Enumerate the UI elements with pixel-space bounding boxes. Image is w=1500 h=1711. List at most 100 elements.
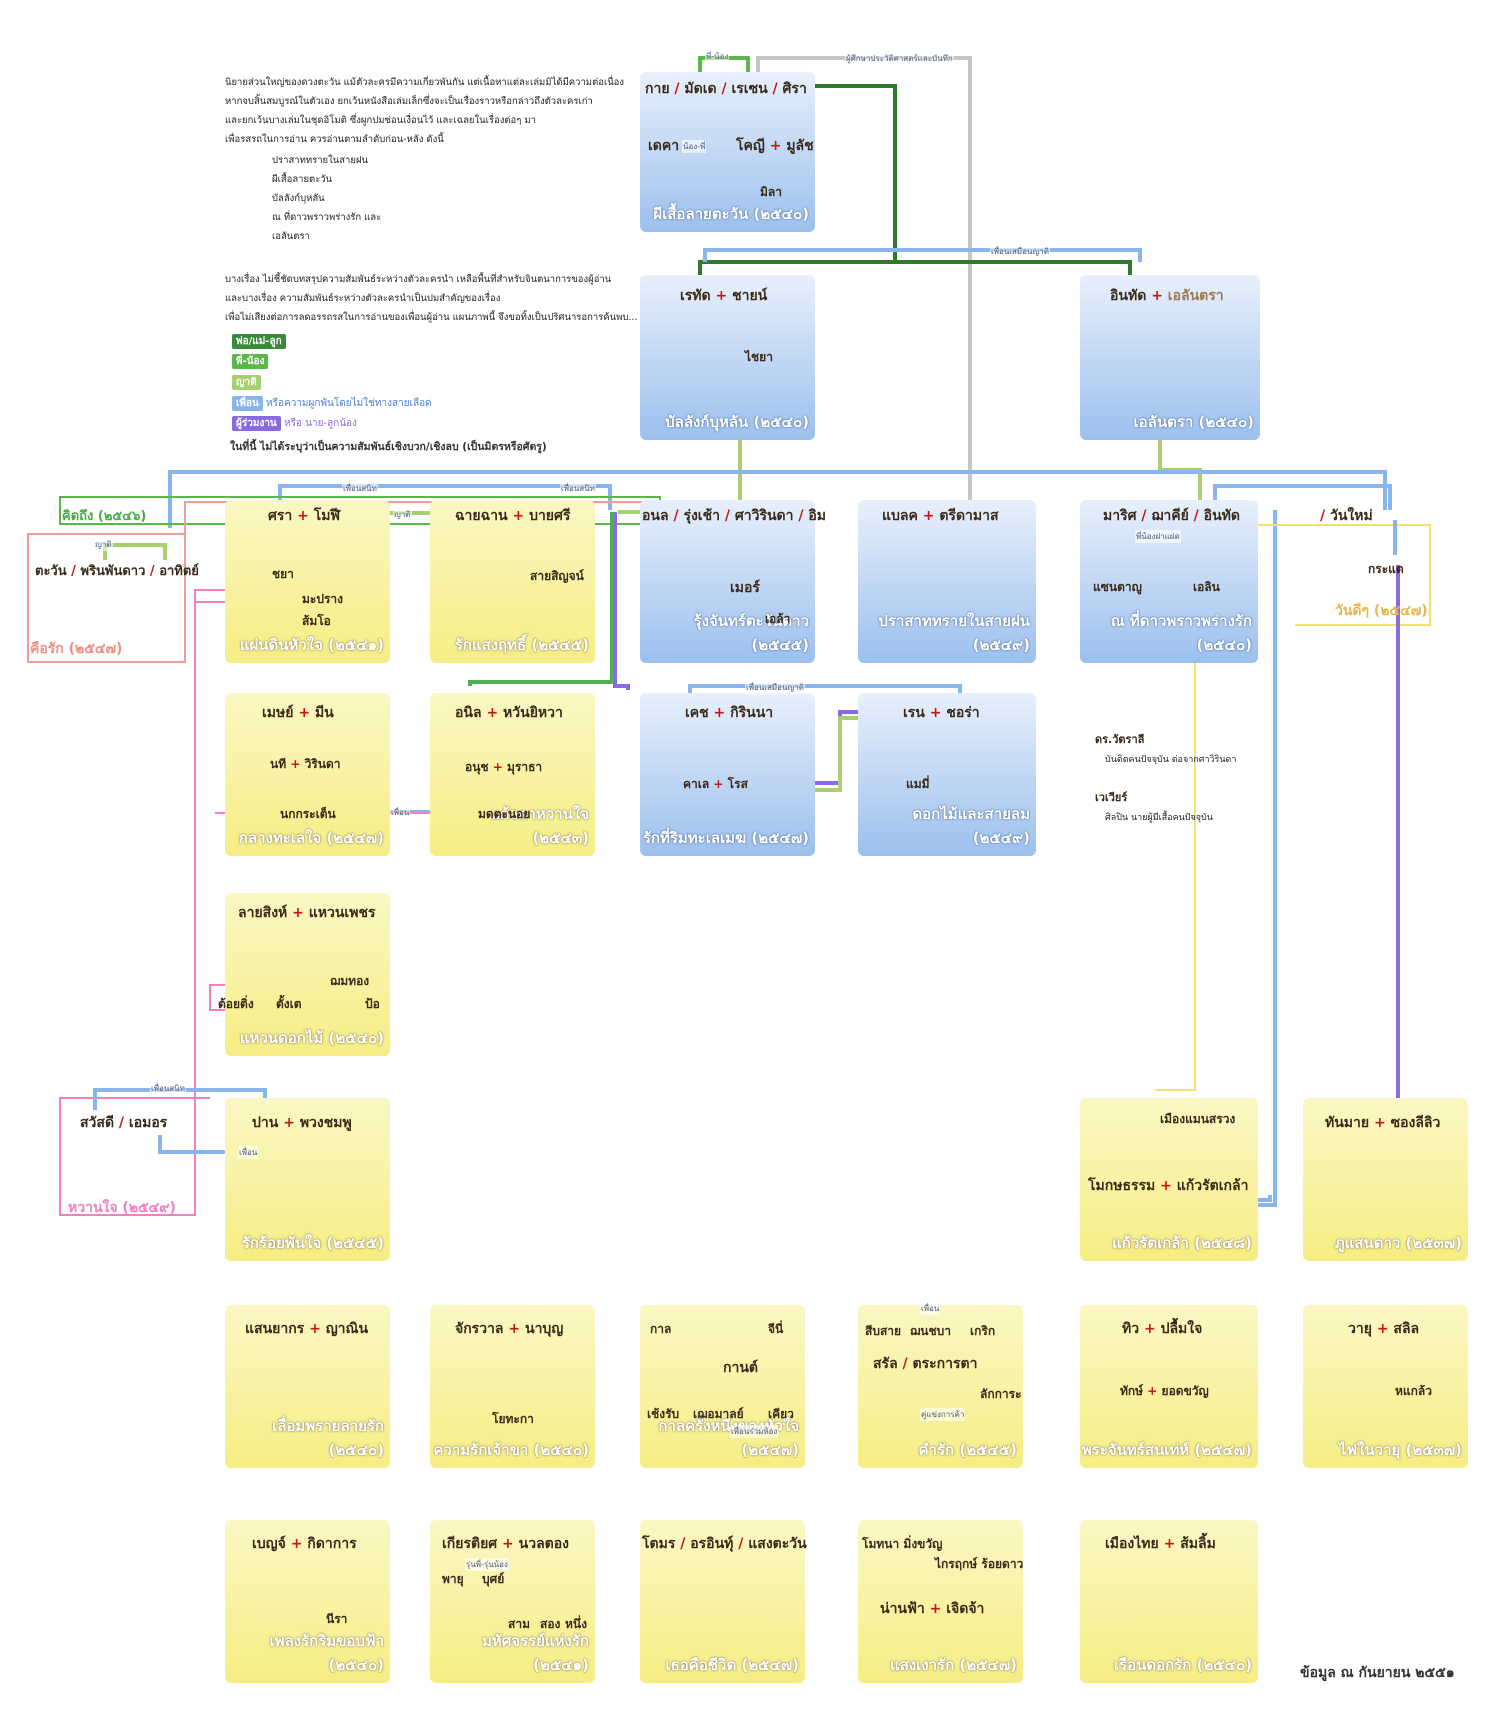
name-pair-anin: อนิล + หวันยิหวา — [455, 705, 563, 721]
name-kal: กาล — [650, 1322, 672, 1336]
book-phu: ภูแสนดาว (๒๕๓๗) — [1303, 1098, 1468, 1261]
name-maemi: แมมี่ — [906, 777, 930, 791]
name-rathat: เรทัด — [680, 288, 711, 304]
book-khamrak: คำรัก (๒๕๔๕) — [858, 1305, 1023, 1468]
name-yotakha: โยทะกา — [492, 1412, 534, 1426]
name-tangtae: ตั้งเต — [276, 997, 302, 1011]
name-maprang: มะปราง — [302, 592, 344, 606]
name-waenpet: แหวนเพชร — [308, 905, 376, 921]
label-rival: คู่แข่งการค้า — [920, 1408, 966, 1421]
book-title: ณ ที่ดาวพราวพร่างรัก (๒๕๔๐) — [1110, 612, 1252, 654]
name-puangchom: พวงชมพู — [299, 1115, 352, 1131]
book-title: กลางทะเลใจ (๒๕๔๗) — [238, 829, 384, 847]
name-pair-mokkhat: โมกษธรรม + แก้วรัตเกล้า — [1088, 1178, 1249, 1194]
book-title: ไฟในวายุ (๒๕๓๗) — [1338, 1441, 1462, 1459]
name-pair-kale: คาเล + โรส — [683, 777, 748, 791]
name-wanmai-group: / วันใหม่ — [1320, 508, 1373, 524]
label-close-friend-3: เพื่อนสนิท — [150, 1082, 186, 1095]
name-pair-anut: อนุช + มุราธา — [465, 760, 543, 774]
name-santayu: แซนตาญู — [1093, 580, 1142, 594]
legend-relative-label: ญาติ — [232, 375, 261, 390]
name-nok: นกกระเต็น — [280, 807, 336, 821]
label-close-friend-1: เพื่อนสนิท — [342, 482, 378, 495]
name-sawatdi: สวัสดี — [80, 1115, 115, 1131]
reading-order-2: ผีเสื้อลายตะวัน — [272, 174, 333, 185]
name-saran: สรัล — [873, 1356, 898, 1372]
legend-friend-note: หรือความผูกพันโดยไม่ใช่ทางสายเลือด — [266, 398, 432, 409]
name-chaiyan: ชายน์ — [732, 288, 768, 304]
book-prasat: ปราสาททรายในสายฝน (๒๕๔๙) — [858, 500, 1036, 663]
book-khwamrak: ความรักเจ้าขา (๒๕๔๐) — [430, 1305, 595, 1468]
book-rakthi: รักที่ริมทะเลเมฆ (๒๕๔๗) — [640, 693, 815, 856]
name-songlio: ซองลีลิว — [1390, 1115, 1441, 1131]
name-somlim: ส้มลิ้ม — [1180, 1536, 1216, 1552]
name-mosi: โมฬี — [313, 508, 341, 524]
name-mueang: เมืองแมนสรวง — [1160, 1112, 1236, 1126]
name-kai: กาย — [645, 81, 670, 97]
line-friend-bar — [168, 470, 1387, 528]
name-ket: เคช — [685, 705, 709, 721]
name-thio: ทิว — [1122, 1321, 1140, 1337]
book-chue: เธอคือชีวิต (๒๕๔๗) — [640, 1520, 805, 1683]
legend-friend-label: เพื่อน — [232, 396, 263, 411]
name-sawirin: ศาวิรินดา — [734, 508, 794, 524]
name-sipsai: สีบสาย — [865, 1324, 902, 1338]
name-somo: ส้มโอ — [302, 614, 331, 628]
book-title: คำรัก (๒๕๔๕) — [918, 1441, 1017, 1459]
name-mattae: มัดเด — [684, 81, 717, 97]
name-yotkhwan: ยอดขวัญ — [1161, 1384, 1209, 1398]
name-saisin: สายสิญจน์ — [530, 569, 584, 583]
book-khitthueng: คิดถึง (๒๕๔๖) — [62, 509, 147, 524]
book-raksaeng: รักแสงฤทธิ์ (๒๕๔๕) — [430, 500, 595, 663]
name-ela: เอล้า — [765, 612, 791, 626]
book-title: แสงเงารัก (๒๕๔๗) — [890, 1656, 1017, 1674]
name-pair-laising: ลายสิงห์ + แหวนเพชร — [238, 905, 376, 921]
book-title: บัลลังก์บุหลัน (๒๕๔๐) — [665, 413, 809, 431]
book-title: เอลันตรา (๒๕๔๐) — [1133, 413, 1254, 431]
label-phi-nong: พี่-น้อง — [705, 50, 730, 63]
book-waen: แหวนดอกไม้ (๒๕๔๐) — [225, 893, 390, 1056]
name-chakrawan: จักรวาล — [455, 1321, 504, 1337]
book-mahat: มหัศจรรย์แห่งรัก (๒๕๔๑) — [430, 1520, 595, 1683]
line-anon-green — [468, 512, 614, 686]
name-motana: โมทนา — [862, 1537, 900, 1551]
name-pair-motana: โมทนา มิ่งขวัญ — [862, 1535, 942, 1554]
name-group-marit: มาริศ / ฌาคีย์ / อินทัด — [1103, 508, 1240, 524]
legend-sibling: พี่-น้อง — [232, 354, 269, 369]
book-wanjai: หวานใจ (๒๕๔๙) — [68, 1200, 176, 1216]
name-pair-ben: เบญจ์ + กิดาการ — [252, 1536, 357, 1552]
line-rakthi — [688, 684, 962, 698]
name-ren: เรน — [903, 705, 925, 721]
book-title: รุ้งจันทร์ตะวันดาว (๒๕๔๕) — [693, 612, 809, 654]
name-pair-wayu: วายุ + สลิล — [1348, 1321, 1420, 1337]
name-kraek: เกริก — [970, 1324, 996, 1338]
name-pair-mueangthai: เมืองไทย + ส้มลิ้ม — [1105, 1536, 1216, 1552]
name-sakkarat: ลักการะ — [980, 1387, 1022, 1401]
name-sam: สาม — [508, 1617, 530, 1631]
name-baisri: บายศรี — [529, 508, 571, 524]
name-rasen: เรเซน — [731, 81, 768, 97]
name-pair-inthat: อินทัด + เอลันตรา — [1110, 288, 1224, 304]
name-song: สอง — [540, 1617, 561, 1631]
name-pair-saenyak: แสนยากร + ญาณิน — [245, 1321, 369, 1337]
book-phrachan: พระจันทร์สนเท่ห์ (๒๕๔๗) — [1080, 1305, 1258, 1468]
name-kale: คาเล — [683, 777, 710, 791]
line-wanthi2 — [1155, 525, 1196, 1091]
note-wewian: ศิลปิน นายผู้มีเสื้อคนปัจจุบัน — [1105, 813, 1213, 823]
name-salin: สลิล — [1393, 1321, 1420, 1337]
label-friend-kin-mid: เพื่อนเสมือนญาติ — [745, 681, 805, 694]
name-anin: อนิล — [455, 705, 482, 721]
name-pair-khoyi: โคญี + มูลัช — [736, 138, 814, 154]
name-nakhi: ฌาคีย์ — [1151, 508, 1189, 524]
label-friend-khamrak: เพื่อน — [920, 1302, 941, 1315]
name-trakan: ตระการตา — [912, 1356, 978, 1372]
name-pair-pan: ปาน + พวงชมพู — [252, 1115, 352, 1131]
intro-line-4: เพื่อรสรถในการอ่าน ควรอ่านตามลำดับก่อน-ห… — [225, 134, 444, 145]
name-wanyiwa: หวันยิหวา — [503, 705, 563, 721]
book-title: เรือนดอกรัก (๒๕๔๐) — [1113, 1656, 1252, 1674]
label-twins: พี่น้องฝาแฝด — [1135, 530, 1181, 543]
name-nueng: หนึ่ง — [565, 1617, 587, 1631]
name-pan: ปาน — [252, 1115, 279, 1131]
name-elin: เอลิน — [1193, 580, 1220, 594]
name-phrin: พรินพันดาว — [80, 564, 146, 579]
